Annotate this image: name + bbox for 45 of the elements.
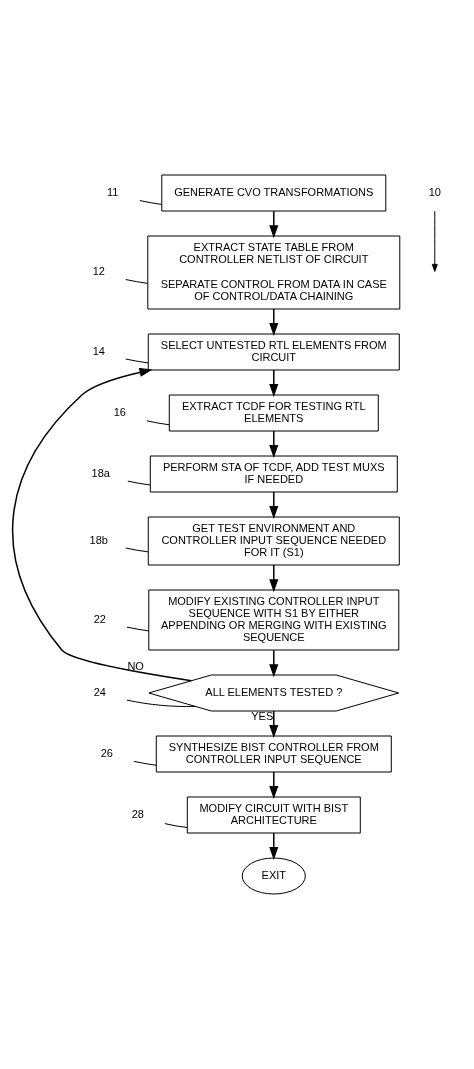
node-box: MODIFY CIRCUIT WITH BIST ARCHITECTURE: [186, 796, 361, 834]
node-text: 11: [107, 185, 119, 198]
node-text: 22: [93, 612, 106, 625]
node-box: EXTRACT STATE TABLE FROM CONTROLLER NETLIST OF CIRCUIT SEPARATE CONTROL FROM DATA IN CASE OF CONTROL/DATA CHAINING: [147, 235, 401, 310]
connector: [125, 279, 149, 284]
node-box: PERFORM STA OF TCDF, ADD TEST MUXS IF NEEDED: [149, 455, 398, 493]
node-ellipse: EXIT: [241, 857, 306, 895]
arrow: [269, 308, 279, 337]
arrow: [269, 710, 279, 739]
connector: [133, 760, 157, 766]
connector: [125, 547, 149, 553]
node-box: EXTRACT TCDF FOR TESTING RTL ELEMENTS: [168, 394, 379, 432]
node-text: 14: [92, 344, 105, 357]
connector: [125, 358, 149, 364]
arrow: [269, 491, 279, 519]
node-box: SELECT UNTESTED RTL ELEMENTS FROM CIRCUIT: [147, 333, 400, 371]
arrow: [12, 367, 193, 682]
arrow: [269, 369, 279, 398]
arrow: [269, 210, 279, 239]
node-text: 28: [131, 807, 144, 820]
connector: [139, 200, 163, 205]
connector: [146, 420, 170, 426]
node-text: 10: [428, 185, 441, 198]
connector: [164, 823, 188, 828]
arrow: [269, 649, 279, 678]
node-box: GENERATE CVO TRANSFORMATIONS: [161, 174, 387, 212]
edge-label: YES: [251, 709, 274, 722]
connector: [127, 480, 151, 486]
node-text: 18b: [89, 533, 108, 546]
node-text: 18a: [91, 466, 110, 479]
arrow: [269, 832, 279, 861]
arrow: [269, 771, 279, 800]
connector: [126, 626, 150, 632]
arrow: [269, 564, 279, 593]
node-box: SYNTHESIZE BIST CONTROLLER FROM CONTROLLER INPUT SEQUENCE: [155, 735, 392, 773]
node-text: 26: [100, 746, 113, 759]
node-box: MODIFY EXISTING CONTROLLER INPUT SEQUENCE WITH S1 BY EITHER APPENDING OR MERGING WITH EXISTING SEQUENCE: [148, 589, 400, 651]
node-text: 12: [92, 265, 105, 278]
node-text: 24: [93, 685, 106, 698]
connector: [126, 699, 196, 707]
node-text: 16: [113, 405, 126, 418]
node-box: GET TEST ENVIRONMENT AND CONTROLLER INPUT SEQUENCE NEEDED FOR IT (S1): [147, 516, 400, 566]
edge-label: NO: [127, 659, 144, 672]
arrow: [431, 210, 438, 272]
arrow: [269, 430, 279, 459]
